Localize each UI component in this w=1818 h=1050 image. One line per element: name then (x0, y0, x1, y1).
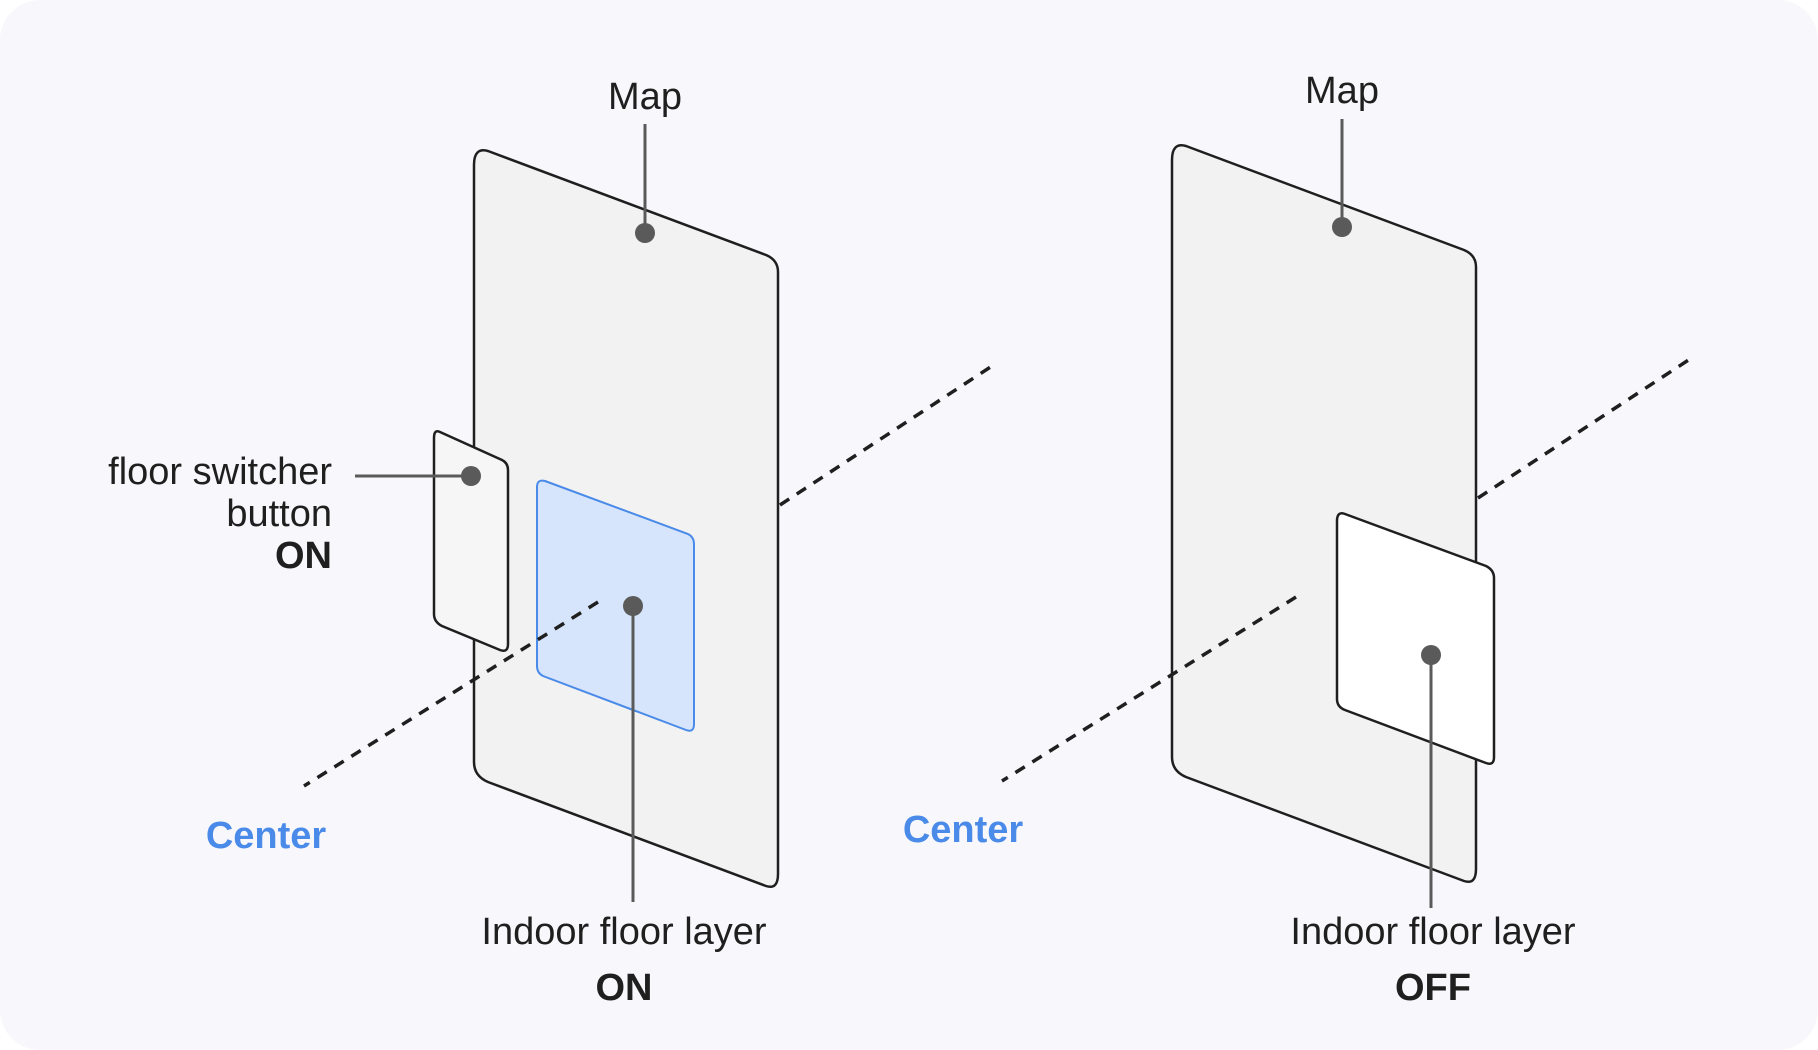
switcher-label-line2: button (226, 493, 332, 535)
left-indoor-dot (623, 596, 643, 616)
right-center-axis-back (1477, 357, 1691, 500)
left-indoor-layer-on (536, 479, 695, 732)
right-indoor-state: OFF (1395, 967, 1471, 1009)
left-center-axis-back (779, 364, 993, 507)
switcher-dot (461, 466, 481, 486)
right-center-axis-front (1001, 595, 1297, 783)
left-map-dot (635, 223, 655, 243)
right-indoor-dot (1421, 645, 1441, 665)
right-map-label: Map (1305, 70, 1379, 112)
left-indoor-state: ON (596, 967, 653, 1009)
switcher-state: ON (275, 535, 332, 577)
left-indoor-label: Indoor floor layer (481, 911, 766, 953)
right-indoor-layer-off (1335, 512, 1496, 765)
right-diagram: Map Center Indoor floor layer OFF (903, 70, 1691, 1009)
right-center-label: Center (903, 809, 1024, 851)
left-diagram: Map floor switcher button ON Center Indo… (108, 76, 993, 1009)
right-indoor-label: Indoor floor layer (1290, 911, 1575, 953)
right-map-dot (1332, 217, 1352, 237)
left-center-axis-front (303, 600, 599, 788)
switcher-label-line1: floor switcher (108, 451, 332, 493)
left-map-label: Map (608, 76, 682, 118)
left-center-label: Center (206, 815, 327, 857)
floor-switcher-panel (432, 430, 510, 652)
